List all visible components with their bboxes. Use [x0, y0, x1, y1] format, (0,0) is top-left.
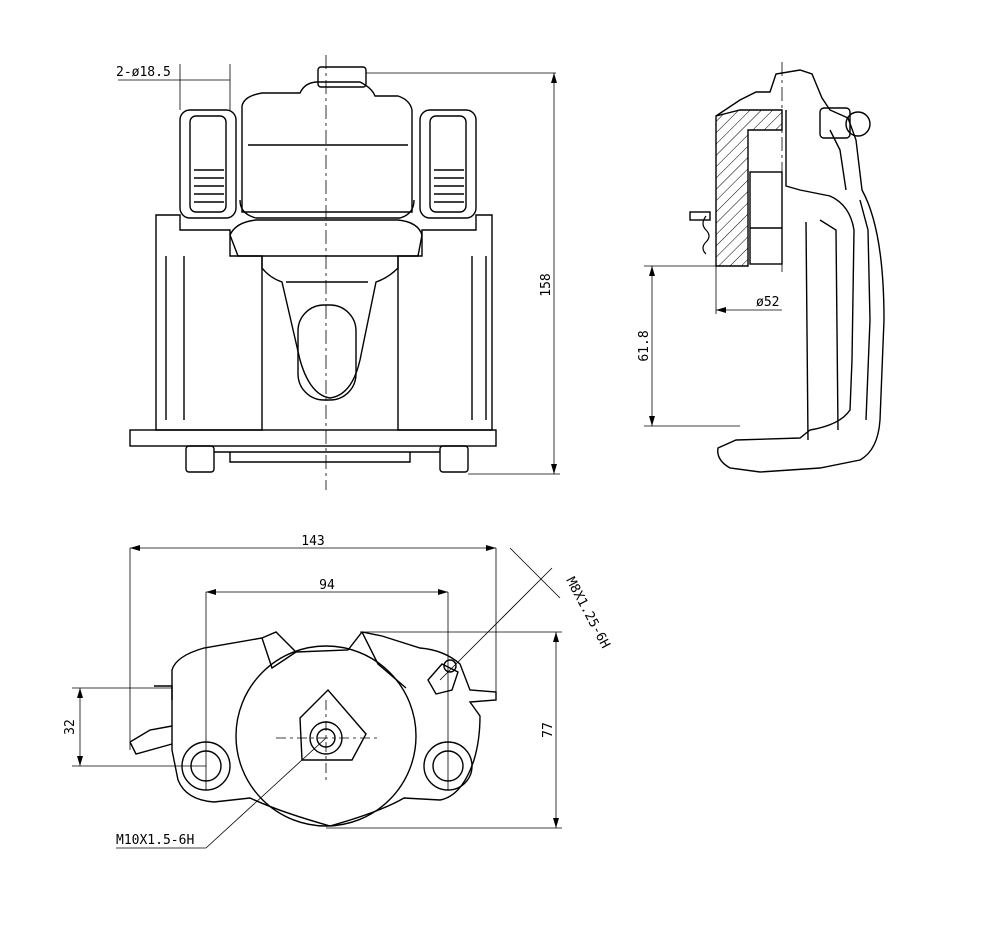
overall-width-dimension: 143	[301, 534, 324, 549]
center-height-dimension: 61.8	[637, 330, 652, 361]
piston-diameter-dimension: ø52	[756, 295, 779, 310]
left-height-dimension: 32	[63, 719, 78, 735]
inlet-thread-label: M10X1.5-6H	[116, 833, 194, 848]
side-view	[644, 62, 885, 473]
overall-height-dimension: 158	[539, 273, 554, 296]
pin-bore-dimension: 2-ø18.5	[116, 65, 171, 80]
right-height-dimension: 77	[541, 722, 556, 738]
front-view	[118, 55, 560, 490]
mount-spacing-dimension: 94	[319, 578, 335, 593]
bleeder-thread-label: M8X1.25-6H	[562, 575, 612, 651]
bottom-view	[72, 545, 562, 849]
